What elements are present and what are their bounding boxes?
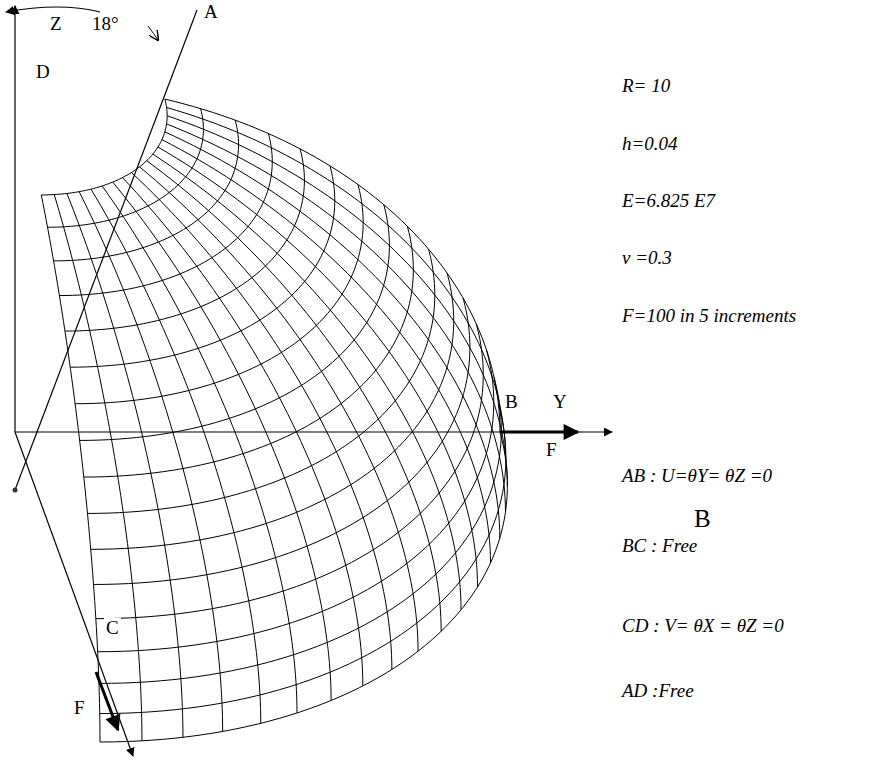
mesh-line [48, 109, 204, 228]
mesh-line [147, 161, 441, 632]
mesh-line [100, 405, 506, 714]
boundary-note: AB : U=θY= θZ =0 [622, 466, 772, 487]
boundary-note: BC : Free [622, 536, 697, 557]
mesh-line [165, 99, 500, 432]
mesh-line [167, 107, 506, 459]
point-label: B [503, 392, 520, 413]
z-axis [14, 6, 15, 432]
mesh-line [165, 132, 500, 538]
point-label: B [694, 505, 711, 533]
angle-arrow [148, 26, 158, 40]
parameter-note: E=6.825 E7 [622, 191, 715, 212]
force-label: F [74, 698, 85, 719]
point-label: C [104, 618, 121, 639]
force-arrow [96, 672, 118, 730]
mesh-line [100, 432, 507, 742]
parameter-note: h=0.04 [622, 134, 678, 155]
axis-label: Z [50, 14, 62, 35]
mesh-line [54, 120, 239, 261]
axis-line-a [15, 10, 197, 490]
point-label: D [36, 62, 50, 83]
mesh-line [41, 195, 100, 742]
axis-label: Y [553, 392, 567, 413]
mesh-line [84, 226, 414, 477]
mesh-line [98, 350, 494, 651]
point-label: A [204, 2, 218, 23]
mesh-line [91, 273, 454, 549]
angle-label: 18° [92, 14, 119, 35]
boundary-note: CD : V= θX = θZ =0 [622, 616, 784, 637]
force-arrow [500, 431, 578, 434]
force-label: F [546, 440, 557, 461]
mesh-line [167, 124, 506, 512]
boundary-note: AD :Free [622, 681, 694, 702]
mesh-line [91, 189, 261, 723]
mesh-line [162, 140, 491, 563]
parameter-note: R= 10 [622, 76, 670, 97]
mesh-line [67, 193, 183, 737]
mesh-line [102, 186, 297, 713]
mesh-line [113, 182, 331, 700]
x-axis [15, 432, 133, 756]
shell-mesh [41, 99, 507, 742]
mesh-line [140, 167, 419, 651]
mesh-line [158, 147, 478, 587]
parameter-note: ν =0.3 [622, 248, 672, 269]
load-note: F=100 in 5 increments [622, 306, 796, 327]
rotation-arrow [6, 7, 100, 12]
mesh-line [99, 377, 501, 683]
mesh-line [80, 205, 390, 441]
mesh-line [41, 99, 167, 195]
mesh-line [70, 166, 335, 367]
mesh-line [153, 154, 461, 610]
mesh-line [131, 173, 391, 670]
mesh-line [94, 298, 470, 584]
mesh-line [167, 116, 507, 486]
origin-dot [13, 488, 18, 493]
y-axis [15, 431, 612, 432]
